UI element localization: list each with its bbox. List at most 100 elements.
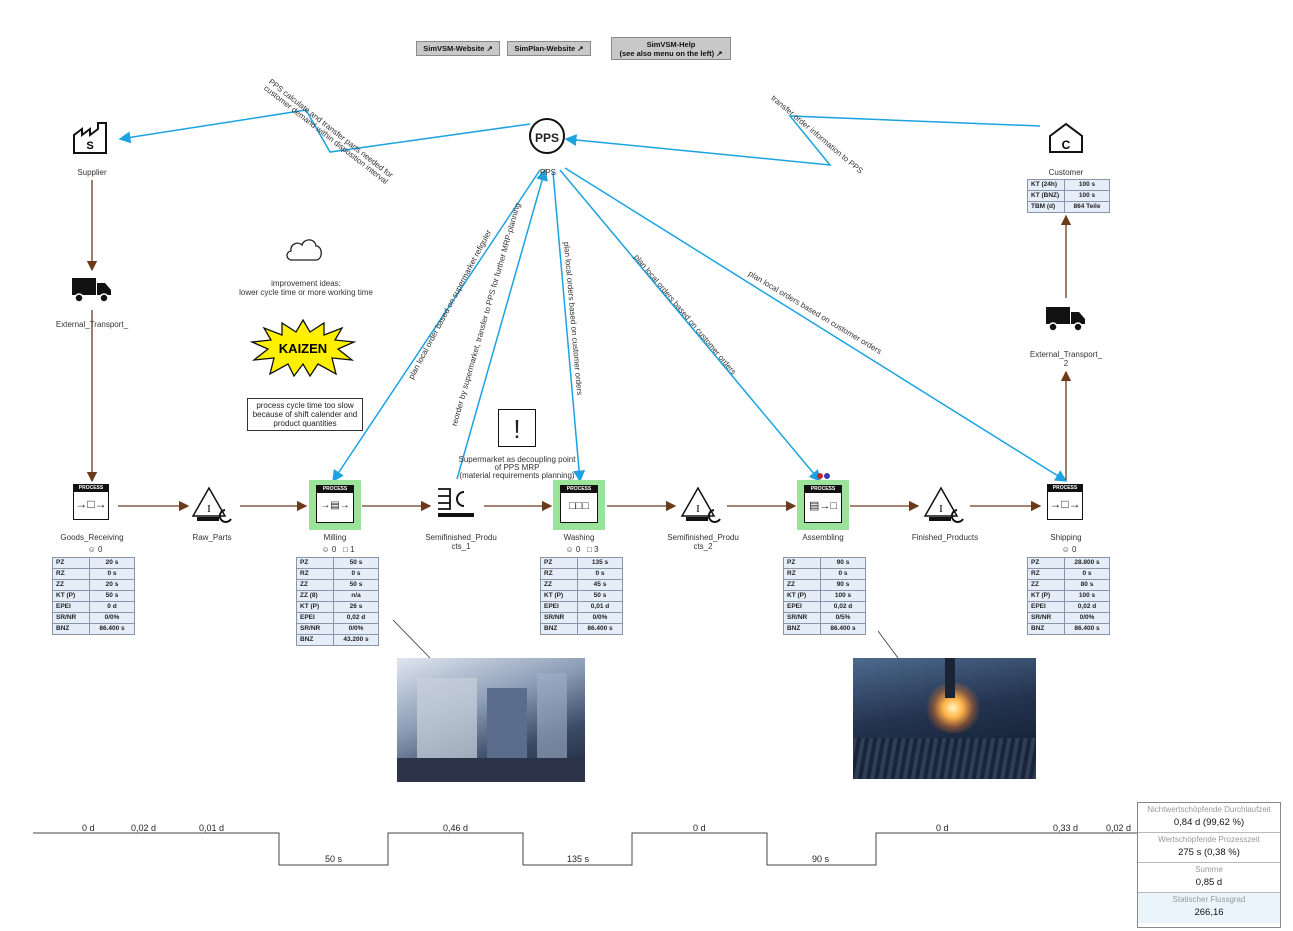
customer-label: Customer	[1048, 168, 1084, 177]
shipping-process-box[interactable]: PROCESS →□→	[1047, 484, 1083, 520]
table-value: 43.200 s	[333, 634, 379, 646]
table-key: PZ	[1027, 557, 1065, 569]
table-value: 0 d	[89, 601, 135, 613]
milling-process-box[interactable]: PROCESS →▤→	[316, 485, 354, 523]
timeline-lower-2: 90 s	[812, 854, 830, 864]
table-key: SR/NR	[1027, 612, 1065, 624]
table-key: KT (P)	[540, 590, 578, 602]
summary-va: Wertschöpfende Prozesszeit 275 s (0,38 %…	[1138, 833, 1280, 863]
table-value: 0,01 d	[577, 601, 623, 613]
washing-process-box[interactable]: PROCESS □□□	[560, 485, 598, 523]
assembling-label: Assembling	[802, 533, 844, 542]
timeline-line	[33, 832, 1137, 866]
operator-icon: ☺	[321, 545, 330, 554]
simvsm-help-sublabel: (see also menu on the left)	[619, 49, 715, 58]
table-key: KT (P)	[783, 590, 821, 602]
table-key: ZZ	[1027, 579, 1065, 591]
table-value: 0 s	[89, 568, 135, 580]
semifinished-2-label-line1: Semifinished_Produ	[667, 533, 739, 542]
supplier-label: Supplier	[77, 168, 107, 177]
table-value: 100 s	[1064, 590, 1110, 602]
machine-icon: □	[343, 545, 348, 554]
supermarket-1-icon[interactable]	[436, 486, 480, 522]
table-value: 100 s	[820, 590, 866, 602]
external-transport-2-label: External_Transport_ 2	[1026, 350, 1106, 368]
info-flow-pps-shipping	[564, 167, 1068, 482]
semifinished-2-inventory-icon[interactable]: I	[680, 486, 726, 526]
exclamation-glyph: !	[513, 414, 521, 444]
process-flow-icon: →□→	[75, 497, 107, 511]
info-flow-reorder	[456, 168, 548, 480]
table-key: EPEI	[1027, 601, 1065, 613]
table-key: ZZ	[296, 579, 334, 591]
table-value: 80 s	[1064, 579, 1110, 591]
table-row: KT (P)100 s	[783, 590, 866, 602]
table-key: SR/NR	[540, 612, 578, 624]
table-row: KT (BNZ)100 s	[1027, 190, 1110, 202]
info-flow-pps-washing	[552, 171, 586, 483]
svg-text:C: C	[1062, 138, 1071, 152]
semifinished-1-label-line2: cts_1	[451, 542, 471, 551]
table-row: TBM (d)864 Teile	[1027, 201, 1110, 213]
cloud-icon	[286, 239, 322, 261]
improvement-ideas-text: lower cycle time or more working time	[239, 288, 373, 297]
semifinished-2-label-line2: cts_2	[693, 542, 713, 551]
pps-badge: PPS	[534, 131, 559, 145]
customer-house-icon[interactable]: C	[1048, 122, 1084, 154]
table-row: KT (24h)100 s	[1027, 179, 1110, 191]
table-value: 86.400 s	[820, 623, 866, 635]
table-key: SR/NR	[783, 612, 821, 624]
table-value: 50 s	[577, 590, 623, 602]
supermarket-note-line3: (material requirements planning)	[459, 471, 575, 480]
svg-text:S: S	[86, 140, 93, 152]
table-value: 0 s	[1064, 568, 1110, 580]
improvement-ideas-title: improvement ideas:	[271, 279, 341, 288]
svg-text:I: I	[207, 503, 211, 515]
assembling-status-dot-red	[817, 473, 823, 479]
external-transport-truck-icon[interactable]	[71, 276, 113, 304]
shipping-operators: ☺ 0	[1054, 545, 1084, 554]
pps-node[interactable]: PPS	[529, 118, 565, 154]
summary-sum-title: Summe	[1195, 865, 1223, 874]
goods-receiving-operators: ☺ 0	[80, 545, 110, 554]
washing-label: Washing	[563, 533, 595, 542]
simvsm-help-button[interactable]: SimVSM-Help (see also menu on the left) …	[611, 37, 731, 60]
milling-label: Milling	[323, 533, 347, 542]
info-flow-pps-supplier	[118, 109, 531, 153]
photo-pointer-milling	[392, 619, 431, 659]
photo-pointer-assembling	[877, 630, 899, 659]
supermarket-note-line1: Supermarket as decoupling point	[458, 455, 576, 464]
supplier-factory-icon[interactable]: S	[72, 121, 114, 155]
simvsm-website-button[interactable]: SimVSM-Website ↗	[416, 41, 500, 56]
machine-count: 3	[594, 545, 599, 554]
semifinished-1-label-line1: Semifinished_Produ	[425, 533, 497, 542]
table-value: 0/0%	[1064, 612, 1110, 624]
external-transport-2-truck-icon[interactable]	[1045, 305, 1087, 333]
table-key: EPEI	[296, 612, 334, 624]
table-row: KT (P)100 s	[1027, 590, 1110, 602]
goods-receiving-process-box[interactable]: PROCESS →□→	[73, 484, 109, 520]
assembling-process-box[interactable]: PROCESS ▤→□	[804, 485, 842, 523]
summary-sum-value: 0,85 d	[1195, 877, 1223, 888]
table-row: KT (P)50 s	[52, 590, 135, 602]
finished-products-inventory-icon[interactable]: I	[923, 486, 969, 526]
table-value: 50 s	[89, 590, 135, 602]
pps-label: PPS	[539, 168, 556, 177]
raw-parts-inventory-icon[interactable]: I	[191, 486, 237, 526]
table-value: 86.400 s	[1064, 623, 1110, 635]
simplan-website-button[interactable]: SimPlan-Website ↗	[507, 41, 591, 56]
